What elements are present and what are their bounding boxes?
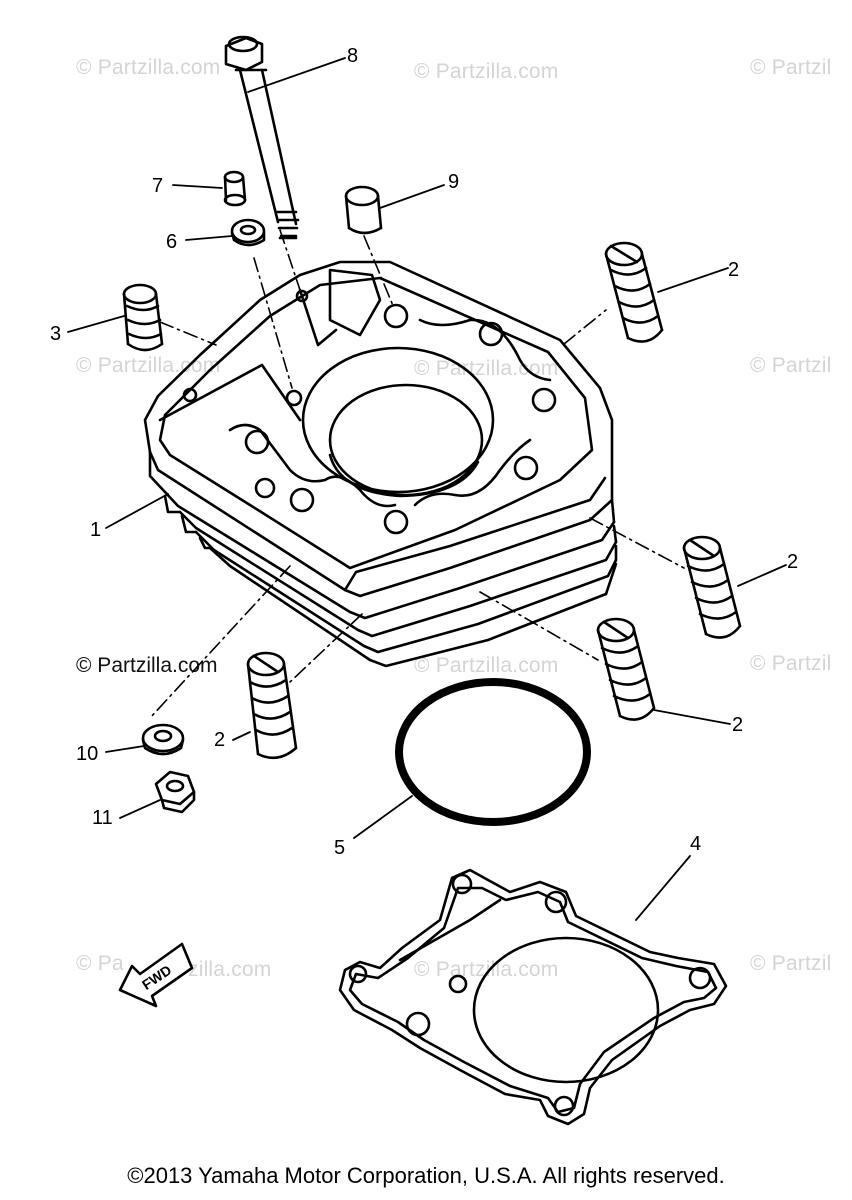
callout-7: 7 [152,175,164,197]
bolt-8 [224,35,300,240]
callout-10: 10 [76,743,99,765]
callout-2-top-right: 2 [728,259,740,281]
callout-6: 6 [166,231,178,253]
dowel-7 [223,170,247,207]
watermark: © Partzil [750,354,832,377]
watermark: © Partzilla.com [414,958,559,981]
nut-11 [154,770,196,814]
watermark: © Partzil [750,56,832,79]
callout-1: 1 [90,519,102,541]
dowel-9 [344,185,383,235]
stud-2-low-right [596,617,656,721]
stud-2-low-left [246,651,298,760]
o-ring-5 [395,678,591,826]
watermark: © Partzil [750,652,832,675]
watermark: © Partzilla.com [76,654,218,677]
callout-2-low-right: 2 [732,714,744,736]
callout-2-low-left: 2 [214,729,226,751]
leader-lines [67,57,787,921]
watermark: © Partzil [750,952,832,975]
washer-10 [141,723,185,756]
callout-2-mid-right: 2 [787,551,799,573]
washer-6 [230,218,266,247]
alignment-lines [149,229,685,719]
fwd-arrow [118,942,194,1008]
stud-3 [122,283,164,352]
callout-4: 4 [690,833,702,855]
copyright-notice: ©2013 Yamaha Motor Corporation, U.S.A. A… [127,1163,725,1188]
stud-2-mid-right [682,535,742,639]
callout-8: 8 [347,45,359,67]
stud-2-top-right [604,241,664,343]
watermark: © Partzilla.com [76,56,221,79]
cylinder-body [143,260,618,668]
callout-9: 9 [448,171,460,193]
callout-3: 3 [50,323,62,345]
fwd-label: FWD [139,962,174,993]
watermark: © Partzilla.com [414,60,559,83]
watermark: © Pa [76,952,124,975]
callout-11: 11 [92,807,113,829]
cylinder-gasket-4 [338,868,728,1126]
watermark: © Partzilla.com [414,654,559,677]
callout-5: 5 [334,837,346,859]
watermark: zilla.com [188,958,272,981]
